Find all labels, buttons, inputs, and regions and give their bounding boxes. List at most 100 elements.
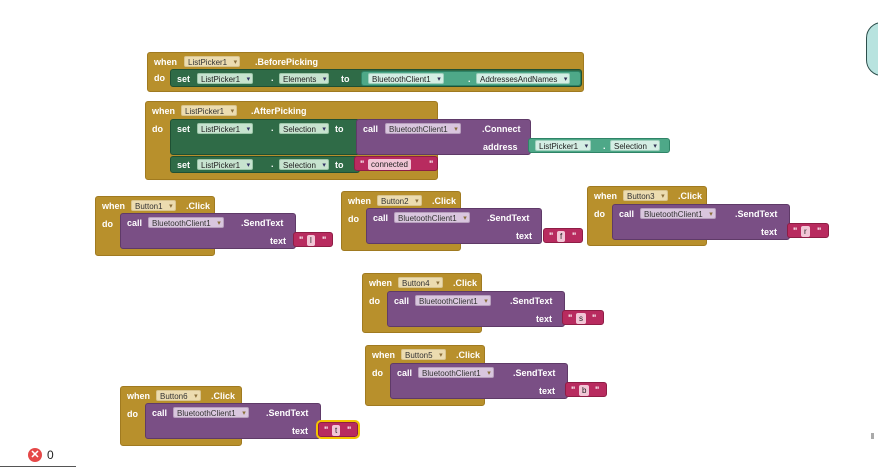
component-dropdown[interactable]: ListPicker1▾ bbox=[535, 140, 592, 151]
call-keyword: call bbox=[394, 296, 410, 306]
component-dropdown[interactable]: ListPicker1▾ bbox=[197, 123, 254, 134]
component-dropdown[interactable]: Button4▾ bbox=[398, 277, 443, 288]
call-connect-block[interactable]: call BluetoothClient1▾ .Connect address bbox=[356, 119, 531, 155]
text-value[interactable]: l bbox=[307, 235, 315, 246]
quote-open: " bbox=[299, 235, 304, 245]
text-block[interactable]: " r " bbox=[787, 223, 829, 238]
component-dropdown[interactable]: ListPicker1▾ bbox=[197, 73, 254, 84]
trash-can-widget[interactable] bbox=[866, 22, 878, 76]
error-icon[interactable]: ✕ bbox=[28, 448, 42, 462]
text-value[interactable]: s bbox=[576, 313, 586, 324]
text-block[interactable]: " s " bbox=[562, 310, 604, 325]
param-label: text bbox=[536, 314, 553, 324]
component-dropdown[interactable]: Button1▾ bbox=[131, 200, 176, 211]
call-sendtext-block[interactable]: call BluetoothClient1▾ .SendText text bbox=[612, 204, 790, 240]
divider bbox=[0, 466, 76, 467]
dot-separator: . bbox=[468, 74, 471, 84]
text-block[interactable]: " connected " bbox=[354, 156, 438, 171]
scroll-indicator bbox=[871, 433, 874, 439]
component-dropdown[interactable]: BluetoothClient1▾ bbox=[394, 212, 470, 223]
dot-separator: . bbox=[271, 73, 274, 83]
param-label: text bbox=[292, 426, 309, 436]
text-block[interactable]: " l " bbox=[293, 232, 333, 247]
component-getter-block[interactable]: BluetoothClient1▾ . AddressesAndNames▾ bbox=[361, 71, 581, 86]
text-value[interactable]: r bbox=[801, 226, 810, 237]
component-dropdown[interactable]: BluetoothClient1▾ bbox=[415, 295, 491, 306]
component-dropdown[interactable]: BluetoothClient1▾ bbox=[173, 407, 249, 418]
to-keyword: to bbox=[335, 160, 344, 170]
property-dropdown[interactable]: Selection▾ bbox=[279, 123, 329, 134]
quote-close: " bbox=[347, 425, 352, 435]
component-dropdown[interactable]: BluetoothClient1▾ bbox=[148, 217, 224, 228]
chevron-down-icon: ▾ bbox=[709, 211, 713, 218]
component-dropdown[interactable]: ListPicker1▾ bbox=[197, 159, 254, 170]
method-name: .SendText bbox=[266, 408, 309, 418]
param-label: address bbox=[483, 142, 518, 152]
component-dropdown[interactable]: BluetoothClient1▾ bbox=[385, 123, 461, 134]
text-block-selected[interactable]: " t " bbox=[316, 420, 360, 439]
do-keyword: do bbox=[369, 296, 380, 306]
chevron-down-icon: ▾ bbox=[246, 126, 251, 133]
set-keyword: set bbox=[177, 160, 191, 170]
quote-open: " bbox=[360, 159, 365, 169]
error-count: 0 bbox=[47, 448, 54, 462]
do-keyword: do bbox=[152, 124, 163, 134]
quote-open: " bbox=[793, 226, 798, 236]
call-sendtext-block[interactable]: call BluetoothClient1▾ .SendText text bbox=[145, 403, 321, 439]
chevron-down-icon: ▾ bbox=[484, 298, 488, 305]
chevron-down-icon: ▾ bbox=[322, 76, 327, 83]
param-label: text bbox=[761, 227, 778, 237]
quote-close: " bbox=[429, 159, 434, 169]
chevron-down-icon: ▾ bbox=[194, 393, 198, 400]
when-keyword: when bbox=[372, 350, 396, 360]
chevron-down-icon: ▾ bbox=[233, 59, 238, 66]
call-keyword: call bbox=[373, 213, 389, 223]
text-block[interactable]: " f " bbox=[543, 228, 583, 243]
property-dropdown[interactable]: Selection▾ bbox=[610, 140, 660, 151]
text-block[interactable]: " b " bbox=[565, 382, 607, 397]
method-name: .SendText bbox=[487, 213, 530, 223]
event-block-listpicker-beforepicking[interactable]: when ListPicker1▾ .BeforePicking do set … bbox=[147, 52, 584, 92]
text-value[interactable]: f bbox=[557, 231, 566, 242]
text-value[interactable]: b bbox=[579, 385, 590, 396]
chevron-down-icon: ▾ bbox=[322, 162, 326, 169]
component-dropdown[interactable]: Button2▾ bbox=[377, 195, 422, 206]
set-block[interactable]: set ListPicker1▾ . Selection▾ to bbox=[170, 119, 360, 155]
event-block-listpicker-afterpicking[interactable]: when ListPicker1▾ .AfterPicking do set L… bbox=[145, 101, 670, 180]
to-keyword: to bbox=[335, 124, 344, 134]
property-dropdown[interactable]: Elements▾ bbox=[279, 73, 330, 84]
chevron-down-icon: ▾ bbox=[322, 126, 326, 133]
chevron-down-icon: ▾ bbox=[653, 143, 657, 150]
set-keyword: set bbox=[177, 124, 191, 134]
component-dropdown[interactable]: ListPicker1▾ bbox=[184, 56, 241, 67]
chevron-down-icon: ▾ bbox=[436, 280, 440, 287]
event-name: .Click bbox=[211, 391, 236, 401]
component-dropdown[interactable]: BluetoothClient1▾ bbox=[368, 73, 444, 84]
quote-close: " bbox=[572, 231, 577, 241]
method-name: .SendText bbox=[513, 368, 556, 378]
chevron-down-icon: ▾ bbox=[437, 76, 441, 83]
when-keyword: when bbox=[102, 201, 126, 211]
call-sendtext-block[interactable]: call BluetoothClient1▾ .SendText text bbox=[387, 291, 565, 327]
property-dropdown[interactable]: AddressesAndNames▾ bbox=[476, 73, 571, 84]
set-block[interactable]: set ListPicker1▾ . Elements▾ to Bluetoot… bbox=[170, 69, 582, 87]
when-keyword: when bbox=[369, 278, 393, 288]
property-dropdown[interactable]: Selection▾ bbox=[279, 159, 329, 170]
call-sendtext-block[interactable]: call BluetoothClient1▾ .SendText text bbox=[366, 208, 542, 244]
quote-close: " bbox=[322, 235, 327, 245]
text-value[interactable]: connected bbox=[368, 159, 411, 170]
text-value[interactable]: t bbox=[332, 425, 341, 436]
component-getter-block[interactable]: ListPicker1▾ . Selection▾ bbox=[528, 138, 670, 153]
call-sendtext-block[interactable]: call BluetoothClient1▾ .SendText text bbox=[120, 213, 296, 249]
quote-open: " bbox=[549, 231, 554, 241]
set-block[interactable]: set ListPicker1▾ . Selection▾ to bbox=[170, 156, 360, 173]
component-dropdown[interactable]: Button6▾ bbox=[156, 390, 201, 401]
component-dropdown[interactable]: BluetoothClient1▾ bbox=[640, 208, 716, 219]
param-label: text bbox=[539, 386, 556, 396]
component-dropdown[interactable]: BluetoothClient1▾ bbox=[418, 367, 494, 378]
component-dropdown[interactable]: Button5▾ bbox=[401, 349, 446, 360]
component-dropdown[interactable]: ListPicker1▾ bbox=[181, 105, 238, 116]
call-sendtext-block[interactable]: call BluetoothClient1▾ .SendText text bbox=[390, 363, 568, 399]
event-name: .BeforePicking bbox=[255, 57, 319, 67]
component-dropdown[interactable]: Button3▾ bbox=[623, 190, 668, 201]
